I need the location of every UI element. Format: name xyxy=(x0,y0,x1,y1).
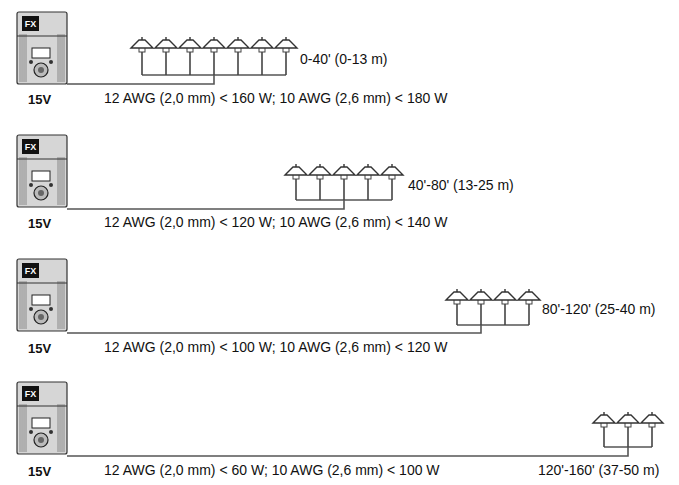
cable xyxy=(67,447,628,456)
voltage-label: 15V xyxy=(28,340,51,357)
distance-label: 0-40' (0-13 m) xyxy=(300,51,387,68)
brand-logo: FX xyxy=(23,142,39,152)
brand-logo: FX xyxy=(23,19,39,29)
row-illustration xyxy=(17,259,540,333)
row-illustration xyxy=(17,135,403,209)
voltage-label: 15V xyxy=(28,91,51,108)
transformer xyxy=(17,12,67,84)
path-light xyxy=(333,164,355,200)
transformer xyxy=(17,259,67,331)
distance-label: 40'-80' (13-25 m) xyxy=(408,177,514,194)
path-light xyxy=(285,164,307,200)
path-light xyxy=(446,289,468,325)
path-light xyxy=(381,164,403,200)
distance-label: 80'-120' (25-40 m) xyxy=(542,301,656,318)
path-light xyxy=(641,412,663,447)
wire-rating: 12 AWG (2,0 mm) < 60 W; 10 AWG (2,6 mm) … xyxy=(104,462,440,479)
voltage-label: 15V xyxy=(28,215,51,232)
transformer xyxy=(17,382,67,454)
lamp-bus xyxy=(457,324,529,326)
brand-logo: FX xyxy=(23,389,39,399)
path-light xyxy=(518,289,540,325)
row-illustration xyxy=(17,382,663,456)
distance-label: 120'-160' (37-50 m) xyxy=(538,462,659,479)
voltage-label: 15V xyxy=(28,463,51,480)
path-light xyxy=(593,412,615,447)
path-light xyxy=(309,164,331,200)
row-illustration xyxy=(17,12,297,84)
path-light xyxy=(494,289,516,325)
path-light xyxy=(227,37,249,75)
transformer xyxy=(17,135,67,207)
wire-rating: 12 AWG (2,0 mm) < 100 W; 10 AWG (2,6 mm)… xyxy=(104,339,447,356)
wire-rating: 12 AWG (2,0 mm) < 160 W; 10 AWG (2,6 mm)… xyxy=(104,90,447,107)
brand-logo: FX xyxy=(23,266,39,276)
cable xyxy=(67,75,214,84)
path-light xyxy=(470,289,492,325)
path-light xyxy=(617,412,639,447)
path-light xyxy=(155,37,177,75)
path-light xyxy=(131,37,153,75)
path-light xyxy=(179,37,201,75)
wire-rating: 12 AWG (2,0 mm) < 120 W; 10 AWG (2,6 mm)… xyxy=(104,214,447,231)
path-light xyxy=(357,164,379,200)
path-light xyxy=(203,37,225,75)
cable xyxy=(67,200,344,209)
cable xyxy=(67,325,481,333)
path-light xyxy=(275,37,297,75)
path-light xyxy=(251,37,273,75)
